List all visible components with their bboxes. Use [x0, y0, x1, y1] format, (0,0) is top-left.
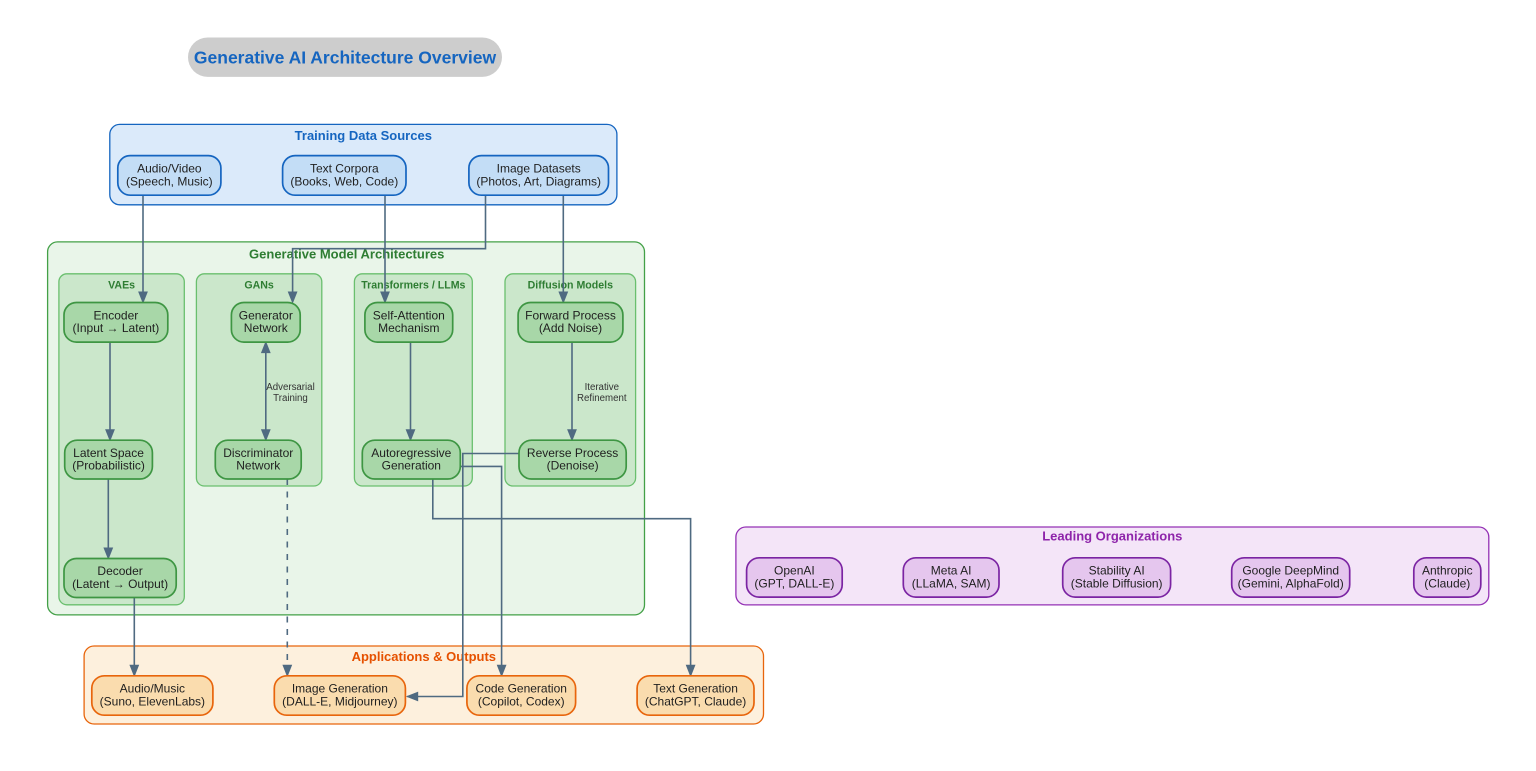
svg-text:Forward Process: Forward Process — [525, 309, 616, 323]
svg-text:Network: Network — [244, 321, 289, 335]
svg-text:(LLaMA, SAM): (LLaMA, SAM) — [912, 576, 991, 590]
svg-text:OpenAI: OpenAI — [774, 564, 815, 578]
svg-text:Generator: Generator — [239, 309, 293, 323]
svg-text:(Denoise): (Denoise) — [547, 459, 599, 473]
svg-text:Text Generation: Text Generation — [653, 682, 738, 696]
svg-text:Text Corpora: Text Corpora — [310, 162, 379, 176]
svg-text:Training: Training — [273, 393, 308, 404]
svg-text:Google DeepMind: Google DeepMind — [1242, 564, 1339, 578]
svg-text:Training Data Sources: Training Data Sources — [295, 128, 432, 143]
svg-text:(Gemini, AlphaFold): (Gemini, AlphaFold) — [1238, 576, 1344, 590]
svg-text:(Suno, ElevenLabs): (Suno, ElevenLabs) — [100, 694, 205, 708]
svg-text:Adversarial: Adversarial — [266, 382, 314, 393]
svg-text:Generative AI Architecture Ove: Generative AI Architecture Overview — [194, 47, 497, 67]
svg-text:(Claude): (Claude) — [1424, 576, 1470, 590]
svg-text:Network: Network — [236, 459, 281, 473]
svg-text:Image Generation: Image Generation — [292, 682, 388, 696]
svg-text:Transformers / LLMs: Transformers / LLMs — [361, 279, 465, 291]
svg-text:(Speech, Music): (Speech, Music) — [126, 174, 213, 188]
svg-text:(GPT, DALL-E): (GPT, DALL-E) — [754, 576, 834, 590]
svg-text:(Copilot, Codex): (Copilot, Codex) — [478, 694, 565, 708]
svg-text:Latent Space: Latent Space — [73, 446, 144, 460]
svg-text:VAEs: VAEs — [108, 279, 135, 291]
svg-text:Iterative: Iterative — [585, 382, 619, 393]
svg-text:Self-Attention: Self-Attention — [373, 309, 445, 323]
svg-text:(ChatGPT, Claude): (ChatGPT, Claude) — [645, 694, 746, 708]
svg-text:(Photos, Art, Diagrams): (Photos, Art, Diagrams) — [476, 174, 601, 188]
svg-text:(Probabilistic): (Probabilistic) — [72, 459, 145, 473]
svg-text:Audio/Video: Audio/Video — [137, 162, 202, 176]
svg-text:Autoregressive: Autoregressive — [371, 446, 451, 460]
svg-text:(Input → Latent): (Input → Latent) — [73, 321, 160, 335]
svg-text:GANs: GANs — [244, 279, 274, 291]
svg-text:(DALL-E, Midjourney): (DALL-E, Midjourney) — [282, 694, 397, 708]
svg-text:Refinement: Refinement — [577, 393, 627, 404]
svg-text:(Latent → Output): (Latent → Output) — [72, 577, 168, 591]
svg-text:Image Datasets: Image Datasets — [497, 162, 581, 176]
svg-text:Leading Organizations: Leading Organizations — [1042, 529, 1182, 544]
svg-text:Mechanism: Mechanism — [378, 321, 439, 335]
svg-text:Anthropic: Anthropic — [1422, 564, 1473, 578]
svg-text:Code Generation: Code Generation — [476, 682, 567, 696]
svg-text:Reverse Process: Reverse Process — [527, 446, 618, 460]
svg-text:Generation: Generation — [382, 459, 441, 473]
svg-text:Discriminator: Discriminator — [223, 446, 293, 460]
svg-text:(Add Noise): (Add Noise) — [539, 321, 602, 335]
svg-text:Meta AI: Meta AI — [931, 564, 972, 578]
svg-text:Generative Model Architectures: Generative Model Architectures — [249, 247, 444, 262]
svg-text:Encoder: Encoder — [94, 309, 139, 323]
svg-text:Diffusion Models: Diffusion Models — [528, 279, 613, 291]
svg-text:(Stable Diffusion): (Stable Diffusion) — [1071, 576, 1163, 590]
svg-text:(Books, Web, Code): (Books, Web, Code) — [290, 174, 398, 188]
svg-text:Decoder: Decoder — [97, 564, 142, 578]
svg-text:Applications & Outputs: Applications & Outputs — [352, 649, 496, 664]
svg-text:Audio/Music: Audio/Music — [120, 682, 185, 696]
svg-text:Stability AI: Stability AI — [1089, 564, 1145, 578]
